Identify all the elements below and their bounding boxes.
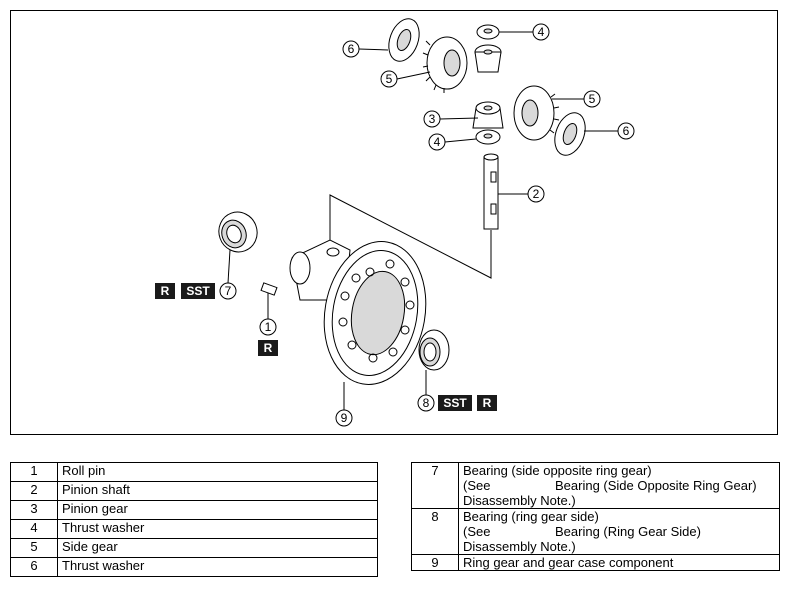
thrust-washer-right [554, 112, 586, 156]
thrust-washer-small-bottom [475, 129, 501, 145]
callout-5-right: 5 [583, 90, 601, 108]
part-description: Bearing (ring gear side) [463, 509, 599, 524]
svg-text:SST: SST [186, 284, 210, 298]
cross-reference: Bearing (Ring Gear Side) [555, 524, 701, 539]
pinion-shaft [483, 153, 499, 230]
callout-7: 7 [219, 282, 237, 300]
exploded-diagram: 6 5 4 3 4 5 6 2 7 1 9 8 R SST R SST R [155, 18, 635, 427]
side-gear-left [422, 36, 468, 93]
svg-text:2: 2 [533, 187, 540, 201]
exploded-diagram-frame [10, 10, 778, 435]
svg-text:5: 5 [386, 72, 393, 86]
callout-1: 1 [259, 318, 277, 336]
badge-sst-7: SST [181, 283, 215, 299]
svg-text:6: 6 [623, 124, 630, 138]
svg-text:8: 8 [423, 396, 430, 410]
svg-text:1: 1 [265, 320, 272, 334]
bearing-ring-gear-side [418, 329, 450, 371]
part-description: Bearing (side opposite ring gear) [463, 463, 652, 478]
badge-sst-8: SST [438, 395, 472, 411]
svg-text:6: 6 [348, 42, 355, 56]
callout-6-top: 6 [342, 40, 360, 58]
svg-text:3: 3 [429, 112, 436, 126]
part-description: Ring gear and gear case component [463, 555, 674, 570]
callout-4-top: 4 [532, 23, 550, 41]
pinion-gear-bottom [472, 101, 504, 129]
side-gear-right [513, 85, 560, 141]
table-row: 7 Bearing (side opposite ring gear) (See… [411, 462, 780, 509]
cross-reference: Bearing (Side Opposite Ring Gear) [555, 478, 757, 493]
callout-3: 3 [423, 110, 441, 128]
assembly-line [329, 194, 492, 279]
svg-text:5: 5 [589, 92, 596, 106]
callout-2: 2 [527, 185, 545, 203]
callout-9: 9 [335, 409, 353, 427]
thrust-washer-top [388, 18, 420, 62]
ring-gear-case [289, 239, 427, 385]
leader-lines [227, 31, 618, 410]
parts-table-right: 7 Bearing (side opposite ring gear) (See… [411, 462, 780, 571]
table-row: 9 Ring gear and gear case component [411, 554, 780, 571]
thrust-washer-small-top [476, 24, 500, 40]
svg-text:R: R [161, 284, 170, 298]
callout-8: 8 [417, 394, 435, 412]
svg-text:4: 4 [434, 135, 441, 149]
bearing-side-opposite [218, 211, 258, 253]
callout-6-right: 6 [617, 122, 635, 140]
svg-text:SST: SST [443, 396, 467, 410]
badge-r-1: R [258, 340, 278, 356]
svg-text:R: R [483, 396, 492, 410]
svg-text:R: R [264, 341, 273, 355]
svg-text:9: 9 [341, 411, 348, 425]
callout-4-bottom: 4 [428, 133, 446, 151]
roll-pin [260, 282, 278, 296]
badge-r-7: R [155, 283, 175, 299]
svg-text:4: 4 [538, 25, 545, 39]
badge-r-8: R [477, 395, 497, 411]
callout-5-top: 5 [380, 70, 398, 88]
svg-text:7: 7 [225, 284, 232, 298]
pinion-gear-top [474, 44, 502, 73]
